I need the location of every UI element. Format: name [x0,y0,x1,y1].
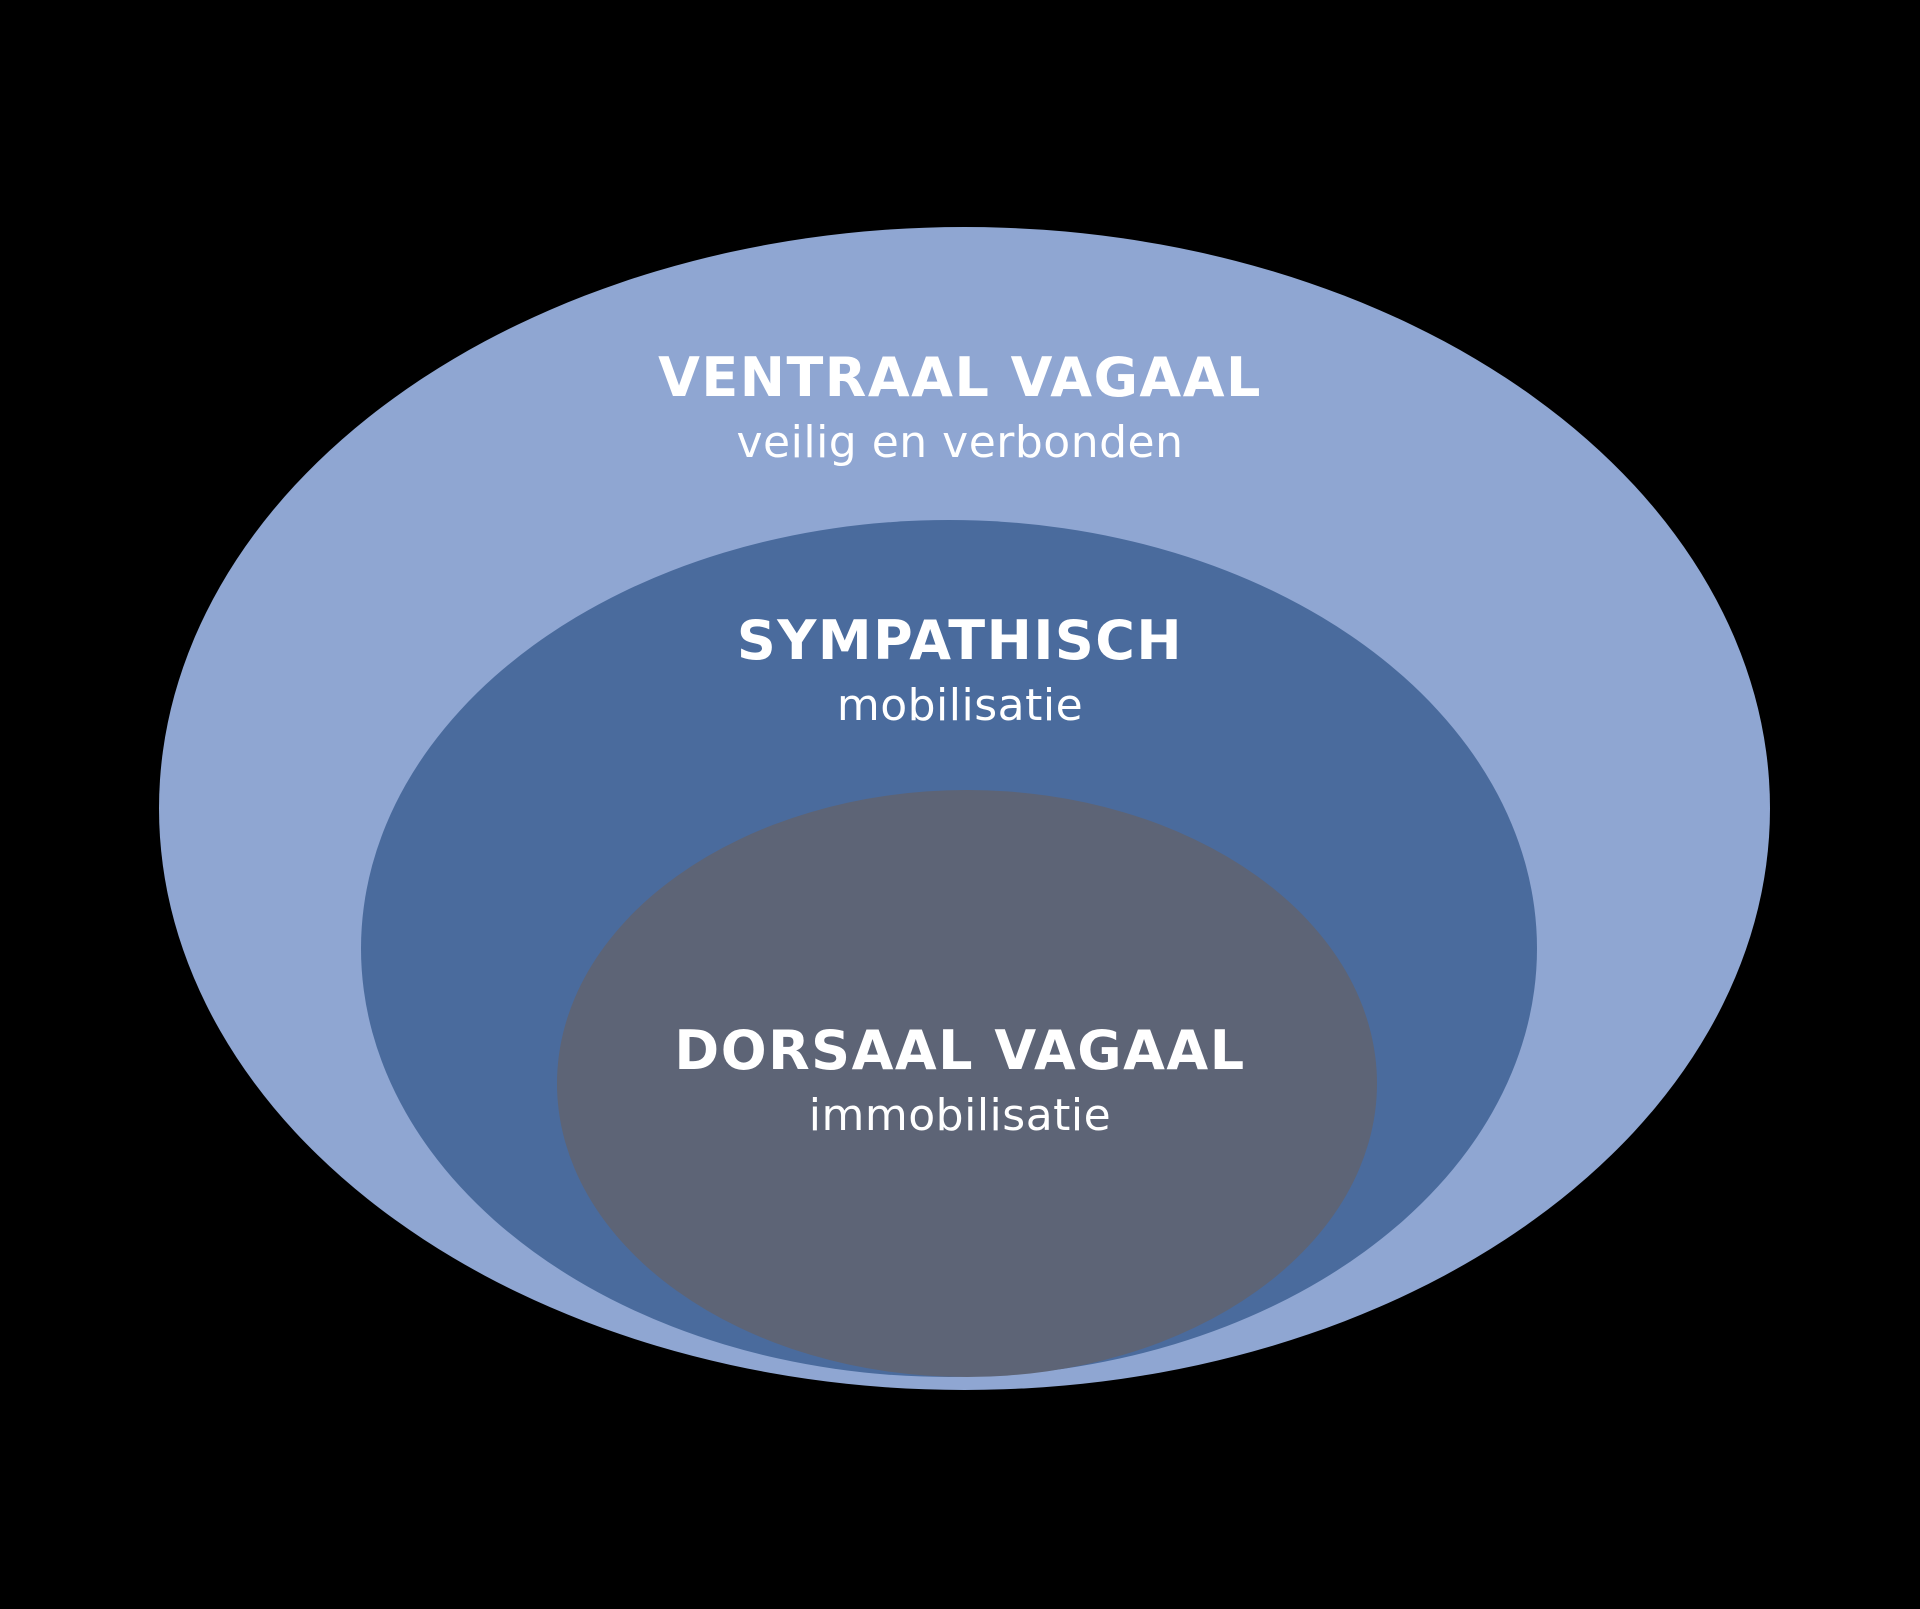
dorsal-vagal-title: DORSAAL VAGAAL [674,1019,1246,1082]
ventral-vagal-title: VENTRAAL VAGAAL [658,346,1262,409]
dorsal-vagal-ellipse [557,790,1377,1377]
sympathetic-subtitle: mobilisatie [836,680,1084,731]
sympathetic-title: SYMPATHISCH [736,609,1184,672]
dorsal-vagal-subtitle: immobilisatie [808,1090,1112,1141]
ventral-vagal-label-group: VENTRAAL VAGAAL veilig en verbonden [0,345,1920,470]
ventral-vagal-subtitle: veilig en verbonden [736,417,1184,468]
dorsal-vagal-label-group: DORSAAL VAGAAL immobilisatie [0,1018,1920,1143]
sympathetic-label-group: SYMPATHISCH mobilisatie [0,608,1920,733]
